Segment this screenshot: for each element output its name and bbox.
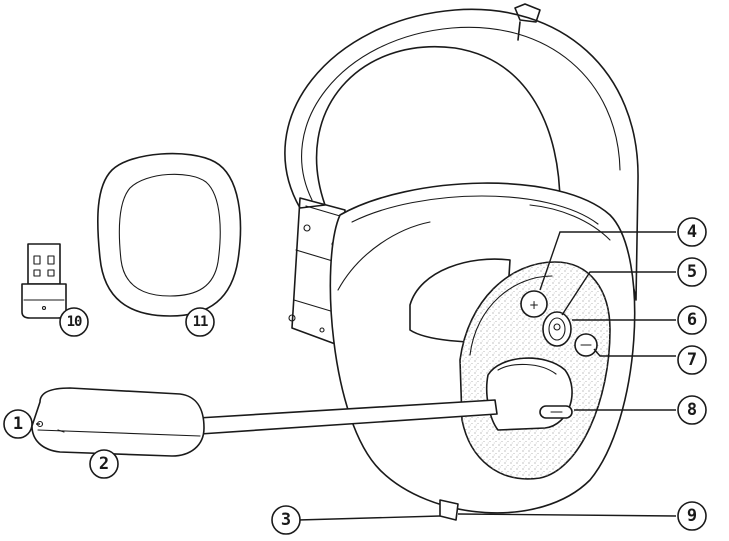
label-11: 11 — [185, 307, 215, 337]
callout-lines — [36, 231, 677, 521]
svg-text:9: 9 — [687, 506, 697, 526]
label-7: 7 — [677, 345, 707, 375]
label-9: 9 — [677, 501, 707, 531]
svg-text:1: 1 — [13, 414, 23, 434]
power-icon — [553, 323, 561, 331]
label-2: 2 — [89, 449, 119, 479]
usb-dongle — [21, 243, 67, 319]
boom-microphone — [31, 387, 498, 457]
svg-text:6: 6 — [687, 310, 697, 330]
mic-mute-indicator[interactable] — [539, 405, 573, 419]
label-1: 1 — [3, 409, 33, 439]
svg-text:2: 2 — [99, 454, 109, 474]
svg-text:8: 8 — [687, 400, 697, 420]
label-3: 3 — [271, 505, 301, 535]
svg-text:4: 4 — [687, 222, 697, 242]
svg-text:7: 7 — [687, 350, 697, 370]
label-5: 5 — [677, 257, 707, 287]
ear-cushion — [97, 152, 242, 317]
label-4: 4 — [677, 217, 707, 247]
plus-icon: + — [529, 298, 539, 312]
button-power[interactable] — [542, 311, 572, 347]
svg-text:10: 10 — [67, 314, 82, 330]
label-10: 10 — [59, 307, 89, 337]
svg-text:5: 5 — [687, 262, 697, 282]
label-8: 8 — [677, 395, 707, 425]
button-volume-up[interactable]: + — [520, 290, 548, 318]
svg-text:3: 3 — [281, 510, 291, 530]
charging-port — [439, 499, 459, 521]
svg-text:11: 11 — [193, 314, 208, 330]
button-volume-down[interactable] — [574, 333, 598, 357]
control-panel — [459, 261, 611, 480]
label-6: 6 — [677, 305, 707, 335]
